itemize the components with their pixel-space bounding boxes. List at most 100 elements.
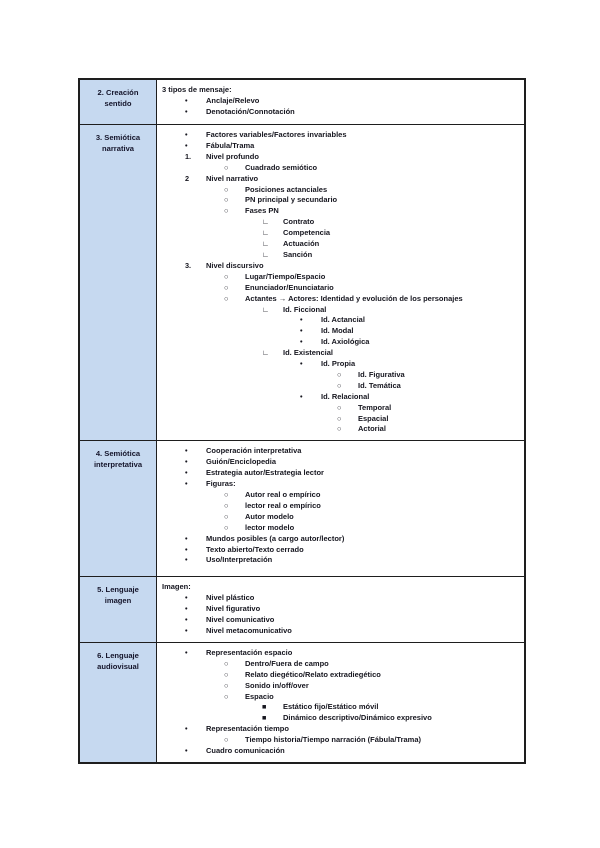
row-content-cell: • Factores variables/Factores invariables… [157, 125, 524, 440]
row-title-cell: 2. Creación sentido [80, 80, 157, 124]
list-item: •Id. Relacional [157, 392, 520, 403]
list-item: • Cuadro comunicación [157, 746, 520, 757]
list-item: ○Fases PN [157, 206, 520, 217]
list-item: 1.Nivel profundo [157, 152, 520, 163]
bullet-marker: 2 [185, 173, 190, 183]
row-title: 6. Lenguaje audiovisual [97, 650, 139, 671]
list-item: ■ Estático fijo/Estático móvil [157, 702, 520, 713]
list-item: •Id. Propia [157, 359, 520, 370]
list-item-text: Figuras: [206, 479, 236, 489]
list-item-text: Actorial [358, 424, 386, 434]
bullet-marker: ○ [224, 500, 229, 510]
bullet-marker: ○ [224, 271, 229, 281]
bullet-marker: ○ [224, 184, 229, 194]
list-item-text: Competencia [283, 228, 331, 238]
bullet-marker: ○ [224, 511, 229, 521]
bullet-marker: ∟ [262, 249, 270, 259]
bullet-marker: ○ [224, 162, 229, 172]
bullet-marker: ○ [224, 293, 229, 303]
row-title: 5. Lenguaje imagen [97, 585, 139, 606]
bullet-marker: • [185, 626, 188, 635]
list-item: ○ Tiempo historia/Tiempo narración (Fábul… [157, 735, 520, 746]
list-item-text: Id. Existencial [283, 348, 334, 358]
bullet-marker: • [185, 479, 188, 489]
list-item: ∟Competencia [157, 228, 520, 239]
list-item-text: Espacio [245, 691, 274, 701]
bullet-marker: • [185, 130, 188, 139]
bullet-marker: ○ [224, 206, 229, 216]
list-item: ○Relato diegético/Relato extradiegético [157, 670, 520, 681]
list-item-text: Lugar/Tiempo/Espacio [245, 271, 326, 281]
row-title-cell: 4. Semiótica interpretativa [80, 441, 157, 577]
bullet-marker: ○ [337, 402, 342, 412]
bullet-marker: ○ [224, 735, 229, 745]
list-item-text: lector modelo [245, 522, 295, 532]
list-item: ○ lector modelo [157, 523, 520, 534]
list-item-text: Estático fijo/Estático móvil [283, 702, 379, 712]
list-item: •Nivel plástico [157, 593, 520, 604]
list-item: ○Dentro/Fuera de campo [157, 659, 520, 670]
table-row: 4. Semiótica interpretativa•Cooperación … [80, 441, 524, 578]
list-item-text: Representación tiempo [206, 724, 289, 734]
bullet-marker: ■ [262, 702, 267, 712]
bullet-marker: ○ [224, 522, 229, 532]
bullet-marker: ∟ [262, 348, 270, 358]
bullet-marker: ○ [224, 195, 229, 205]
list-item-text: Autor modelo [245, 511, 294, 521]
bullet-marker: • [185, 544, 188, 554]
bullet-marker: • [185, 95, 188, 105]
list-item: ○Temporal [157, 403, 520, 414]
row-title: 4. Semiótica interpretativa [93, 449, 143, 470]
row-title-cell: 3. Semiótica narrativa [80, 125, 157, 441]
list-item: •Uso/Interpretación [157, 555, 520, 566]
list-item-text: Factores variables/Factores invariables [206, 130, 347, 139]
list-item: ∟Id. Ficcional [157, 305, 520, 316]
bullet-marker: ○ [224, 669, 229, 679]
bullet-marker: • [185, 604, 188, 614]
bullet-marker: ○ [224, 658, 229, 668]
list-item: • Figuras: [157, 479, 520, 490]
bullet-marker: • [300, 337, 303, 347]
list-item-text: Autor real o empírico [245, 490, 321, 499]
list-item-text: Tiempo historia/Tiempo narración (Fábula… [245, 735, 422, 745]
list-item-text: Espacial [358, 413, 389, 423]
bullet-marker: ○ [337, 369, 342, 379]
bullet-marker: ○ [224, 691, 229, 701]
list-item: ○Posiciones actanciales [157, 185, 520, 196]
list-item-text: Id. Axiológica [321, 337, 370, 347]
list-item: ∟Contrato [157, 217, 520, 228]
list-item: 3 tipos de mensaje: [157, 85, 520, 96]
list-item: • Factores variables/Factores invariables [157, 130, 520, 141]
list-item: •Fábula/Trama [157, 141, 520, 152]
list-item: ○Autor real o empírico [157, 490, 520, 501]
bullet-marker: ○ [224, 680, 229, 690]
list-item: ○Id. Temática [157, 381, 520, 392]
list-item: •Guión/Enciclopedia [157, 457, 520, 468]
list-item-text: Representación espacio [206, 647, 293, 657]
list-item-text: Nivel plástico [206, 593, 255, 603]
list-item: ○ Espacial [157, 414, 520, 425]
list-item: ○ Autor modelo [157, 512, 520, 523]
bullet-marker: • [185, 446, 188, 456]
list-item: •Id. Actancial [157, 315, 520, 326]
bullet-marker: ∟ [262, 217, 270, 227]
bullet-marker: ∟ [262, 239, 270, 249]
list-item: •Mundos posibles (a cargo autor/lector) [157, 534, 520, 545]
list-item-text: Cuadro comunicación [206, 746, 285, 756]
bullet-marker: • [300, 326, 303, 336]
bullet-marker: ○ [337, 413, 342, 423]
row-title-cell: 5. Lenguaje imagen [80, 577, 157, 642]
list-item: •Estrategia autor/Estrategia lector [157, 468, 520, 479]
bullet-marker: • [185, 615, 188, 625]
bullet-marker: • [185, 724, 188, 734]
bullet-marker: • [185, 555, 188, 565]
row-content-cell: • Representación espacio ○Dentro/Fuera de … [157, 643, 524, 762]
list-item: ∟ Id. Existencial [157, 348, 520, 359]
list-item-text: Nivel figurativo [206, 604, 261, 614]
bullet-marker: • [185, 746, 188, 756]
row-content-cell: Imagen:•Nivel plástico•Nivel figurativo•… [157, 577, 524, 642]
list-item: ○Enunciador/Enunciatario [157, 283, 520, 294]
row-title: 2. Creación sentido [97, 88, 139, 108]
